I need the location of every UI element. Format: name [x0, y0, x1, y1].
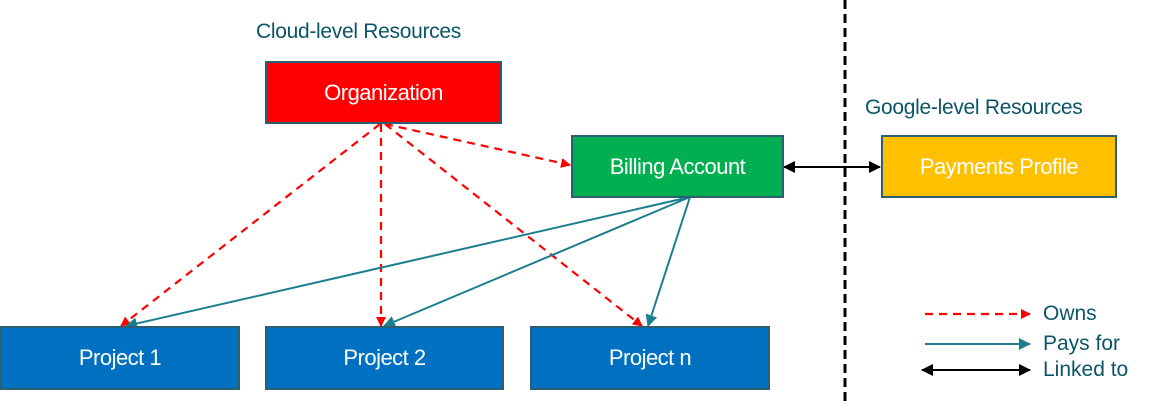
project-n-node[interactable]: Project n — [530, 326, 770, 390]
legend-linked-label: Linked to — [1043, 358, 1129, 381]
edge-billing-projectn — [645, 196, 691, 327]
legend-pays-label: Pays for — [1043, 332, 1121, 355]
payments-profile-label: Payments Profile — [919, 153, 1079, 179]
legend-owns-label: Owns — [1043, 302, 1097, 325]
google-level-heading: Google-level Resources — [865, 96, 1083, 119]
edge-org-project1 — [120, 123, 381, 327]
billing-account-node[interactable]: Billing Account — [571, 135, 784, 198]
billing-account-label: Billing Account — [609, 153, 746, 179]
edge-org-projectn — [384, 123, 643, 327]
project-1-node[interactable]: Project 1 — [0, 326, 240, 390]
project-n-label: Project n — [608, 345, 692, 370]
project-2-node[interactable]: Project 2 — [265, 326, 504, 390]
organization-node[interactable]: Organization — [265, 61, 502, 124]
project-2-label: Project 2 — [343, 345, 426, 370]
edge-billing-project1 — [125, 196, 691, 330]
cloud-level-heading: Cloud-level Resources — [256, 20, 461, 43]
edge-billing-project2 — [383, 196, 691, 328]
organization-label: Organization — [324, 79, 443, 105]
payments-profile-node[interactable]: Payments Profile — [881, 135, 1117, 198]
edge-org-billing — [384, 122, 571, 168]
project-1-label: Project 1 — [78, 345, 162, 370]
